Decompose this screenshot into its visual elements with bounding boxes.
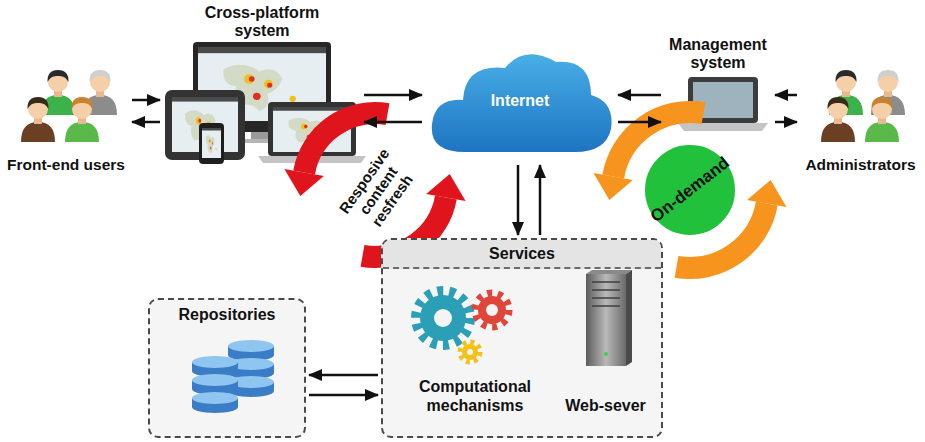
- user-group: Front-end users: [3, 62, 129, 174]
- connector-arrow: [775, 94, 797, 97]
- connector-arrow: [364, 94, 422, 97]
- device-group: Cross-platform system: [163, 4, 361, 164]
- repository-box: Repositories: [148, 298, 306, 438]
- services-box: Services Computational mechanisms Web-se…: [381, 238, 663, 438]
- connector-arrow: [775, 121, 797, 124]
- connector-arrow: [517, 165, 520, 235]
- server-item: Web-sever: [558, 268, 653, 415]
- node-label: Administrators: [805, 156, 915, 174]
- connector-arrow: [132, 121, 160, 124]
- connector-arrow: [309, 374, 378, 377]
- connector-arrow: [309, 394, 378, 397]
- computation-item: Computational mechanisms: [395, 280, 555, 415]
- node-label: Front-end users: [7, 156, 125, 174]
- node-label: Web-sever: [565, 397, 646, 415]
- node-label: Computational mechanisms: [400, 378, 550, 415]
- server-icon: [558, 268, 653, 415]
- node-label: Management system: [664, 36, 772, 73]
- internet-cloud: Internet: [425, 40, 615, 162]
- node-label: Repositories: [179, 300, 276, 324]
- management-laptop: Management system: [664, 36, 772, 132]
- connector-arrow: [618, 121, 661, 124]
- admin-group: Administrators: [800, 62, 921, 174]
- node-label: Internet: [491, 92, 550, 110]
- connector-arrow: [618, 94, 661, 97]
- connector-arrow: [364, 121, 422, 124]
- node-label: Cross-platform system: [187, 4, 337, 41]
- connector-arrow: [132, 99, 160, 102]
- node-label: Services: [383, 240, 661, 269]
- connector-arrow: [539, 165, 542, 235]
